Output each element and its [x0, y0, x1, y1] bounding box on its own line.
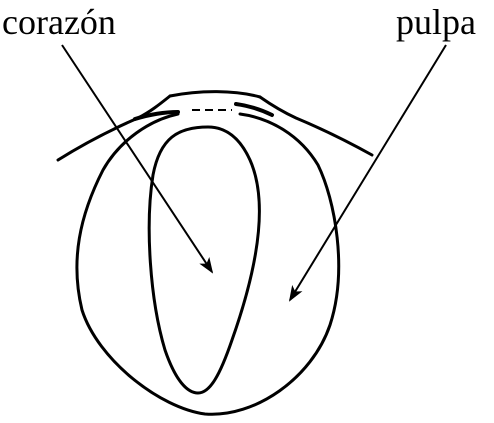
- arrow-corazon: [62, 45, 212, 272]
- arrow-pulpa: [290, 45, 446, 300]
- top-cap: [170, 92, 260, 97]
- top-leaf-left: [58, 96, 170, 160]
